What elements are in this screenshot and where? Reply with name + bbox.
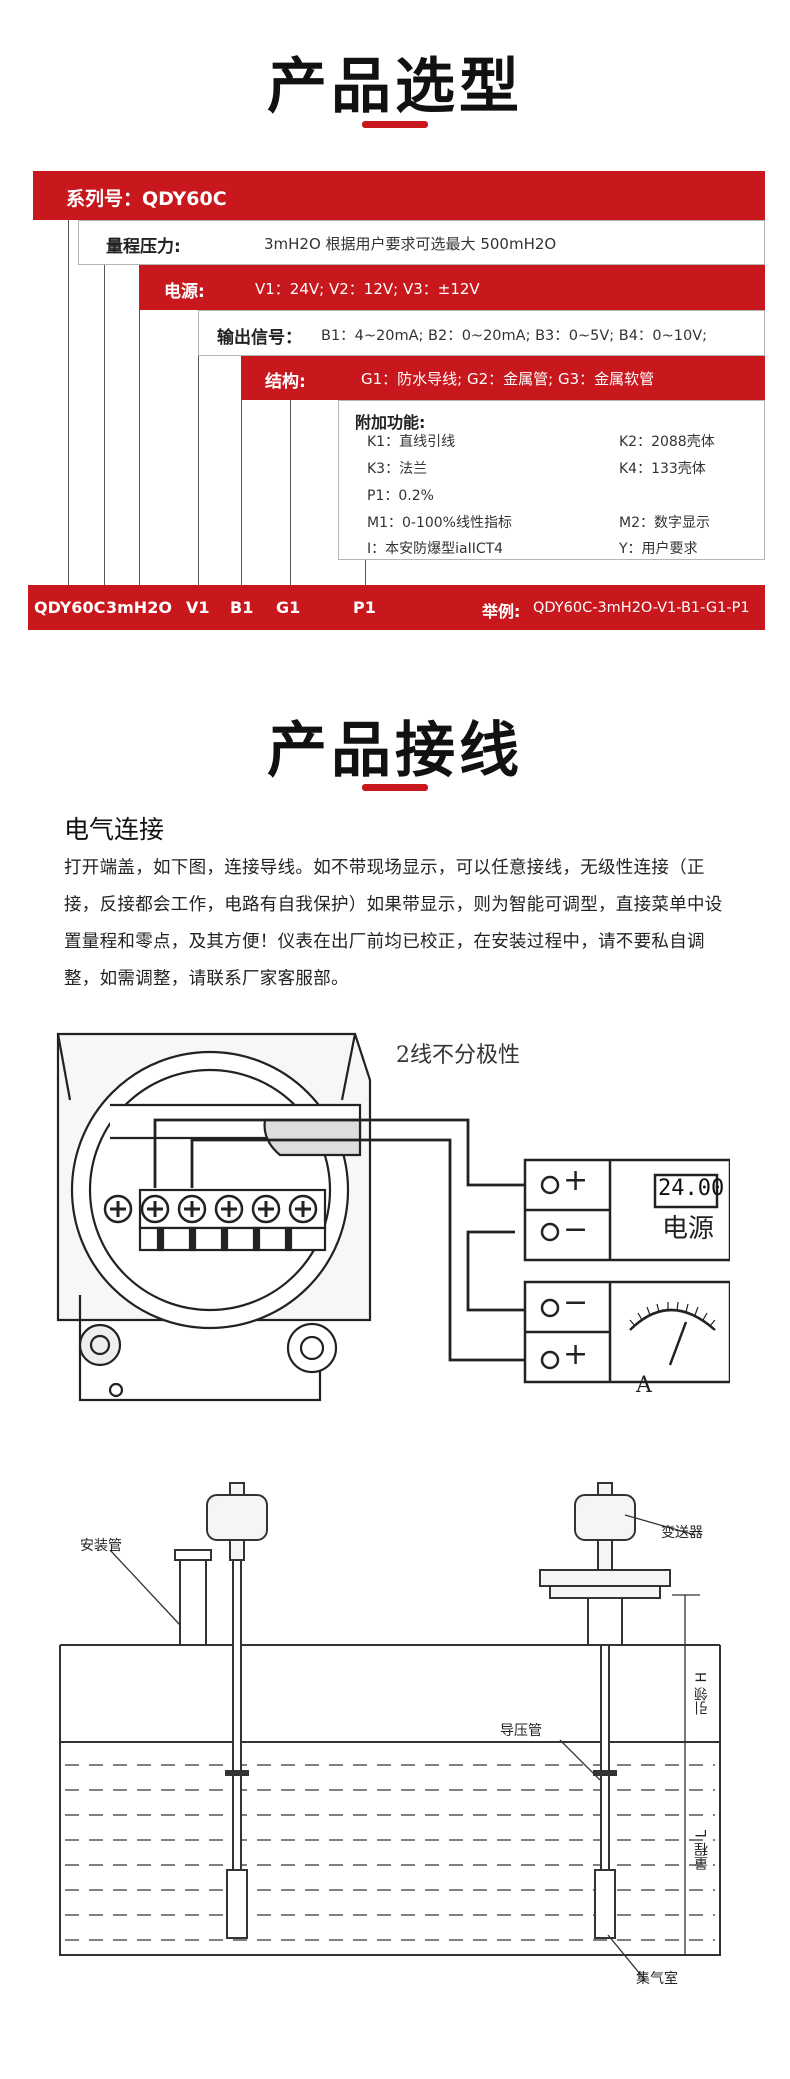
title-underline (362, 784, 428, 791)
code-structure: G1 (276, 598, 301, 617)
power-band: 电源: V1：24V; V2：12V; V3：±12V (139, 265, 765, 310)
output-band: 输出信号： B1：4~20mA; B2：0~20mA; B3：0~5V; B4：… (198, 310, 765, 356)
structure-text: G1：防水导线; G2：金属管; G3：金属软管 (361, 370, 655, 388)
code-series: QDY60C (34, 598, 106, 617)
function-item: K4：133壳体 (619, 461, 706, 477)
meter-plus-sign: + (563, 1337, 589, 1372)
function-item: Y：用户要求 (619, 541, 698, 557)
function-item: P1：0.2% (367, 488, 434, 504)
power-text: V1：24V; V2：12V; V3：±12V (255, 280, 480, 298)
function-item: M1：0-100%线性指标 (367, 515, 512, 531)
code-output: B1 (230, 598, 254, 617)
connector-line (365, 560, 366, 585)
label-install-pipe: 安装管 (80, 1538, 122, 1554)
section-title-selection: 产品选型 (267, 52, 523, 122)
functions-label: 附加功能: (355, 413, 426, 432)
connector-line (68, 220, 69, 585)
connector-line (139, 265, 140, 585)
meter-minus-sign: − (563, 1285, 589, 1320)
range-band: 量程压力: 3mH2O 根据用户要求可选最大 500mH2O (78, 220, 765, 265)
functions-box: 附加功能: K1：直线引线 K2：2088壳体 K3：法兰 K4：133壳体 P… (338, 400, 765, 560)
function-item: K1：直线引线 (367, 434, 456, 450)
series-label: 系列号：QDY60C (66, 188, 227, 210)
ammeter-label: A (636, 1373, 652, 1398)
structure-band: 结构: G1：防水导线; G2：金属管; G3：金属软管 (241, 356, 765, 400)
section-title-wiring: 产品接线 (267, 716, 523, 786)
wiring-diagram (56, 1032, 730, 1402)
function-item: I：本安防爆型iaIICT4 (367, 541, 504, 557)
label-lead-h: 引领 H (694, 1672, 710, 1715)
connector-line (104, 220, 105, 585)
installation-diagram (59, 1482, 721, 1981)
output-label: 输出信号： (217, 328, 302, 348)
label-transmitter: 变送器 (661, 1525, 703, 1541)
connector-line (290, 400, 291, 585)
power-label: 电源: (164, 282, 205, 302)
example-label: 举例: (482, 602, 521, 621)
wiring-paragraph: 打开端盖，如下图，连接导线。如不带现场显示，可以任意接线，无级性连接（正接，反接… (64, 858, 723, 989)
code-power: V1 (186, 598, 210, 617)
wiring-subtitle: 电气连接 (64, 815, 165, 844)
display-value: 24.00 (658, 1176, 725, 1201)
code-band (28, 585, 765, 630)
function-item: M2：数字显示 (619, 515, 710, 531)
label-range-l: 量程 L (694, 1830, 710, 1871)
series-band: 系列号：QDY60C (33, 171, 765, 220)
code-function: P1 (353, 598, 376, 617)
example-text: QDY60C-3mH2O-V1-B1-G1-P1 (533, 600, 750, 616)
minus-sign: − (563, 1212, 589, 1247)
function-item: K3：法兰 (367, 461, 428, 477)
output-text: B1：4~20mA; B2：0~20mA; B3：0~5V; B4：0~10V; (321, 328, 708, 344)
range-text: 3mH2O 根据用户要求可选最大 500mH2O (264, 235, 557, 253)
range-label: 量程压力: (106, 237, 181, 257)
label-collector: 集气室 (636, 1971, 678, 1987)
diagram-note: 2线不分极性 (396, 1043, 520, 1068)
function-item: K2：2088壳体 (619, 434, 715, 450)
power-source-label: 电源 (662, 1214, 715, 1244)
connector-line (241, 356, 242, 585)
connector-line (198, 310, 199, 585)
title-underline (362, 121, 428, 128)
label-pressure-pipe: 导压管 (500, 1723, 542, 1739)
code-range: 3mH2O (106, 598, 172, 617)
structure-label: 结构: (265, 372, 306, 392)
plus-sign: + (563, 1163, 589, 1198)
